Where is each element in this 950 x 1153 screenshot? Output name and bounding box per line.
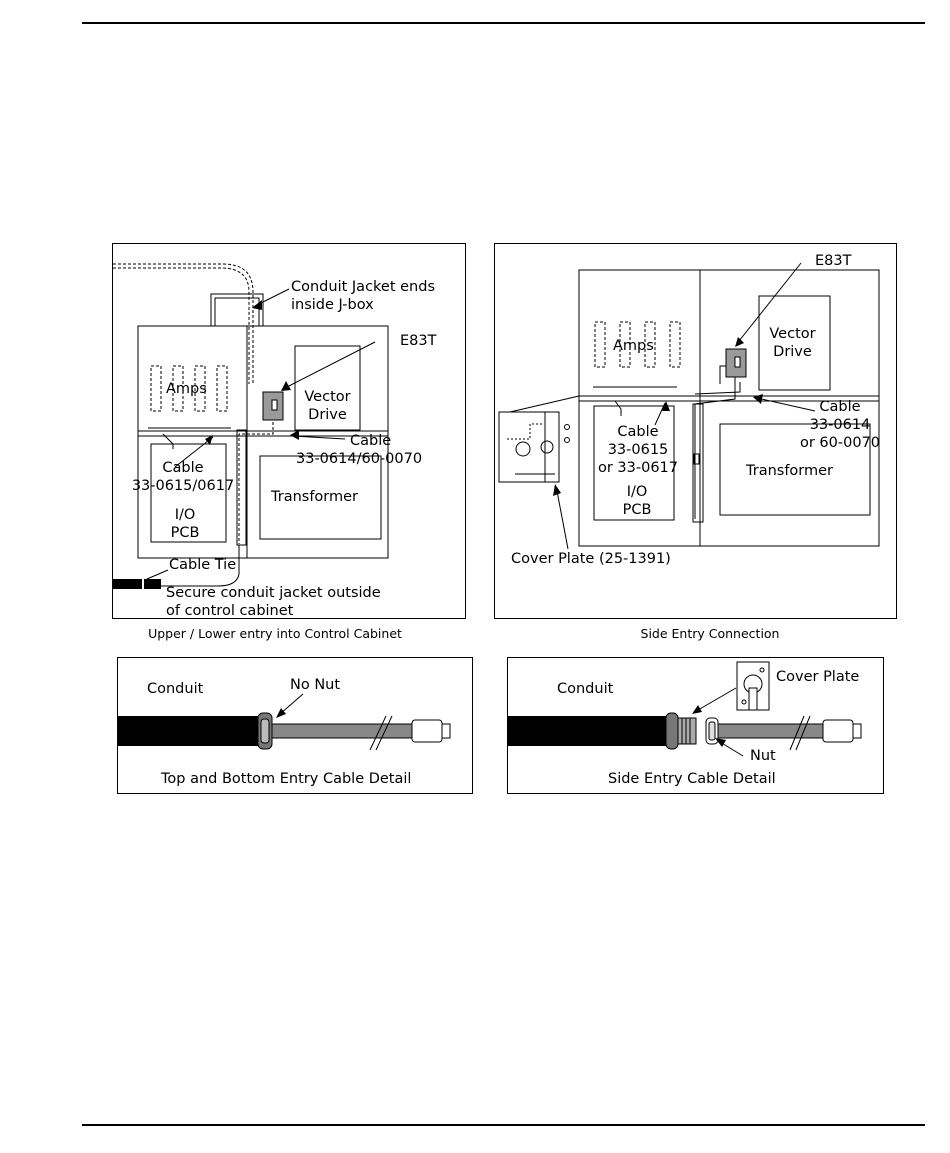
transformer-label: Transformer — [271, 489, 359, 505]
io-pcb-label-1: I/O — [174, 507, 196, 523]
side-io-pcb-label-1: I/O — [626, 484, 648, 500]
side-cable-right-label-1: Cable — [819, 399, 861, 415]
side-entry-caption: Side Entry Connection — [640, 626, 780, 641]
side-entry-drawing — [498, 262, 880, 550]
conduit-jacket-label-1: Conduit Jacket ends — [291, 279, 436, 295]
amps-label: Amps — [166, 381, 207, 397]
side-entry-diagram — [494, 243, 897, 619]
e83t-label: E83T — [400, 333, 437, 349]
cable-right-label-2: 33-0614/60-0070 — [296, 451, 423, 467]
side-cable-right-label-2: 33-0614 — [809, 417, 871, 433]
cable-left-label-1: Cable — [162, 460, 204, 476]
side-cable-left-label-1: Cable — [617, 424, 659, 440]
side-vector-drive-label-1: Vector — [769, 326, 816, 342]
bottom-rule — [82, 1124, 925, 1126]
upper-lower-entry-diagram — [112, 243, 466, 619]
side-transformer-label: Transformer — [746, 463, 834, 479]
side-detail-cover-plate-label: Cover Plate — [776, 669, 860, 685]
tb-conduit-label: Conduit — [147, 681, 204, 697]
upper-lower-caption: Upper / Lower entry into Control Cabinet — [148, 626, 402, 641]
side-cable-left-label-2: 33-0615 — [607, 442, 669, 458]
side-entry-detail-diagram — [507, 657, 884, 794]
cable-left-label-2: 33-0615/0617 — [131, 478, 235, 494]
side-e83t-label: E83T — [815, 253, 852, 269]
side-vector-drive-label-2: Drive — [773, 344, 812, 360]
vector-drive-label-2: Drive — [308, 407, 347, 423]
cable-right-label-1: Cable — [350, 433, 392, 449]
top-bottom-caption: Top and Bottom Entry Cable Detail — [161, 771, 412, 787]
side-io-pcb-label-2: PCB — [622, 502, 652, 518]
side-cover-plate-label: Cover Plate (25-1391) — [511, 551, 671, 567]
side-cable-left-label-3: or 33-0617 — [597, 460, 679, 476]
no-nut-label: No Nut — [290, 677, 341, 693]
vector-drive-label-1: Vector — [304, 389, 351, 405]
side-detail-conduit-label: Conduit — [557, 681, 614, 697]
top-bottom-detail-drawing — [118, 693, 451, 751]
conduit-jacket-label-2: inside J-box — [291, 297, 374, 313]
secure-note-label-2: of control cabinet — [166, 603, 294, 619]
side-cable-right-label-3: or 60-0070 — [799, 435, 881, 451]
io-pcb-label-2: PCB — [170, 525, 200, 541]
side-entry-detail-drawing — [508, 661, 862, 757]
top-rule — [82, 22, 925, 24]
side-detail-caption: Side Entry Cable Detail — [608, 771, 776, 787]
side-detail-nut-label: Nut — [750, 748, 776, 764]
upper-lower-entry-drawing — [113, 263, 389, 594]
cable-tie-label: Cable Tie — [169, 557, 237, 573]
secure-note-label-1: Secure conduit jacket outside — [166, 585, 381, 601]
top-bottom-detail-diagram — [117, 657, 473, 794]
side-amps-label: Amps — [613, 338, 654, 354]
